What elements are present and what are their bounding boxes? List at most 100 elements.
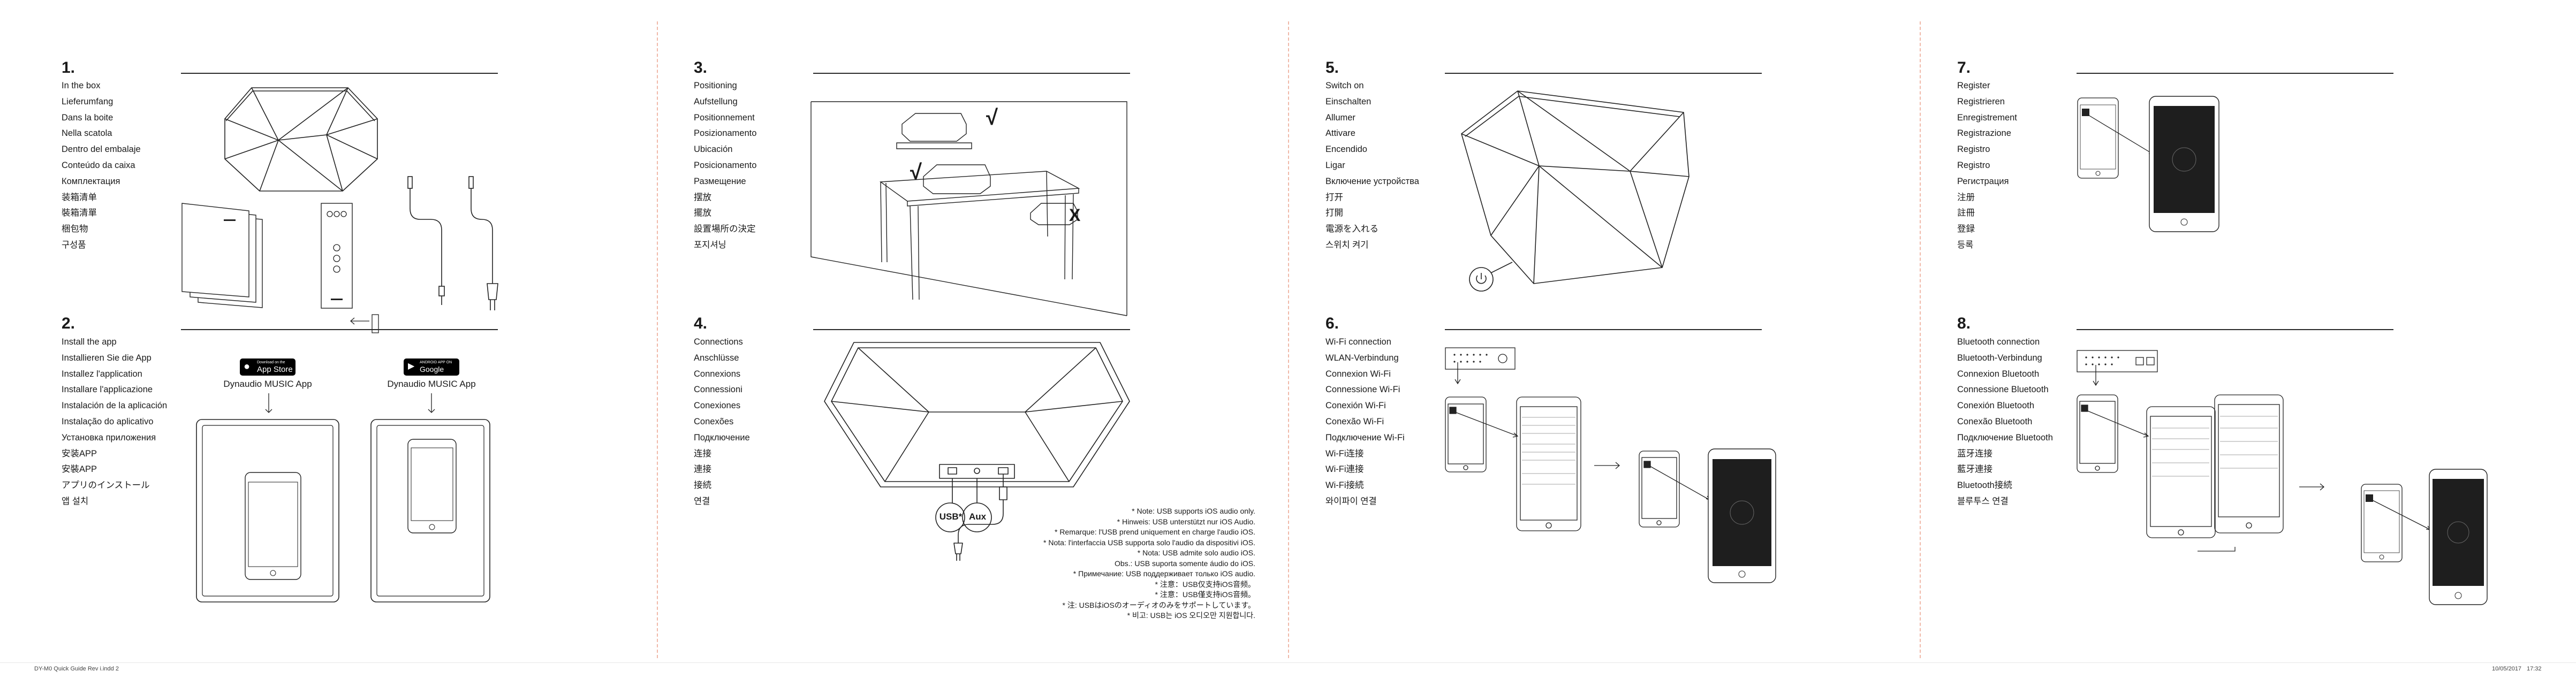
step-8-item: 藍牙連接: [1957, 464, 1992, 475]
wifi-connection-illustration: [1445, 347, 1711, 531]
step-8-item: Bluetooth-Verbindung: [1957, 353, 2042, 363]
step-2-item: Instalação do aplicativo: [62, 416, 154, 426]
step-5-item: 打開: [1325, 208, 1343, 218]
step-3-item: 摆放: [694, 192, 711, 202]
step-5-item: 打开: [1325, 192, 1343, 202]
step-7-item: 등록: [1957, 240, 1974, 250]
step-6-item: Wi-Fi连接: [1325, 448, 1364, 459]
room-positioning-illustration: [810, 101, 1127, 316]
step-1-number: 1.: [62, 59, 75, 77]
step-8-list: Bluetooth connection Bluetooth-Verbindun…: [1957, 334, 2053, 510]
step-4-number: 4.: [694, 315, 708, 332]
app-store-badge-small: Download on the: [257, 361, 285, 364]
app-caption-left: Dynaudio MUSIC App: [223, 379, 312, 389]
step-2-item: Instalación de la aplicación: [62, 401, 168, 411]
usb-note: * 비고: USB는 iOS 오디오만 지원합니다.: [1127, 611, 1255, 620]
step-5-item: 스위치 켜기: [1325, 240, 1369, 250]
step-7-list: Register Registrieren Enregistrement Reg…: [1957, 78, 2017, 254]
step-6-item: Conexión Wi-Fi: [1325, 401, 1386, 411]
arrow-down-left: [265, 393, 272, 413]
cross-mark-floor: X: [1069, 205, 1081, 225]
step-5-number: 5.: [1325, 59, 1339, 77]
step-1-item: Lieferumfang: [62, 96, 113, 106]
check-mark-shelf: √: [986, 106, 998, 129]
step-3-number: 3.: [694, 59, 708, 77]
step-3-item: Размещение: [694, 176, 746, 186]
step-3-item: Positionnement: [694, 112, 755, 123]
step-2-item: Installez l'application: [62, 369, 142, 379]
step-7-item: Регистрация: [1957, 176, 2009, 186]
tablet-illustration: [196, 419, 339, 602]
register-illustration: [2077, 96, 2219, 232]
usb-note: * Примечание: USB поддерживает только iO…: [1073, 569, 1255, 578]
step-1-rule: [181, 73, 498, 74]
step-8-item: Connexion Bluetooth: [1957, 369, 2040, 379]
connections-illustration: [824, 342, 1130, 561]
cables-illustration: [407, 176, 498, 310]
google-play-badge-big: Google play: [420, 365, 444, 383]
step-1-item: Dans la boite: [62, 112, 113, 123]
step-4-item: 연결: [694, 496, 710, 506]
step-7-item: 注册: [1957, 192, 1975, 202]
play-icon: ▶: [408, 362, 415, 371]
footer-filename: DY-M0 Quick Guide Rev i.indd 2: [34, 666, 119, 672]
apple-icon: ●: [244, 361, 251, 372]
app-store-badge[interactable]: ● Download on the App Store: [240, 358, 296, 376]
step-4-item: Conexiones: [694, 401, 741, 411]
step-4-item: 連接: [694, 464, 711, 475]
step-6-item: Wi-Fi接続: [1325, 480, 1364, 491]
step-4-rule: [813, 329, 1130, 330]
footer-time: 17:32: [2527, 666, 2542, 672]
step-8-item: Bluetooth接続: [1957, 480, 2012, 491]
step-5-item: Switch on: [1325, 81, 1364, 90]
step-6-number: 6.: [1325, 315, 1339, 332]
step-4-item: Conexões: [694, 416, 734, 426]
step-3-item: 設置場所の決定: [694, 224, 756, 234]
step-4-item: Подключение: [694, 432, 750, 443]
step-2-item: Install the app: [62, 337, 117, 347]
step-3-rule: [813, 73, 1130, 74]
step-1-list: In the box Lieferumfang Dans la boite Ne…: [62, 78, 141, 254]
step-5-list: Switch on Einschalten Allumer Attivare E…: [1325, 78, 1419, 254]
usb-note: * 注意：USB仅支持iOS音频。: [1155, 579, 1255, 589]
google-play-badge[interactable]: ▶ ANDROID APP ON Google play: [404, 358, 459, 383]
step-6-list: Wi-Fi connection WLAN-Verbindung Connexi…: [1325, 334, 1405, 510]
step-7-item: Registrazione: [1957, 128, 2011, 139]
step-5-item: Ligar: [1325, 160, 1345, 170]
step-8-item: 블루투스 연결: [1957, 496, 2009, 506]
fold-line-2: [1288, 21, 1289, 658]
step-5-item: Encendido: [1325, 144, 1367, 155]
usb-note: * Note: USB supports iOS audio only.: [1132, 507, 1255, 515]
step-3-item: Positioning: [694, 81, 737, 90]
step-7-item: Registrieren: [1957, 96, 2005, 106]
google-play-badge-small: ANDROID APP ON: [420, 361, 452, 364]
step-1-item: In the box: [62, 81, 101, 90]
step-5-item: Attivare: [1325, 128, 1355, 139]
bluetooth-connection-illustration: [2077, 350, 2324, 552]
usb-note: * Nota: l'interfaccia USB supporta solo …: [1043, 538, 1255, 547]
step-2-list: Install the app Installieren Sie die App…: [62, 334, 167, 510]
usb-note: * Hinweis: USB unterstützt nur iOS Audio…: [1117, 517, 1255, 526]
step-4-item: Connessioni: [694, 385, 743, 395]
step-5-rule: [1445, 73, 1762, 74]
step-3-item: 擺放: [694, 208, 711, 218]
step-2-item: 安装APP: [62, 448, 97, 459]
step-7-rule: [2077, 73, 2393, 74]
step-1-item: 구성품: [62, 240, 86, 250]
step-1-item: 梱包物: [62, 224, 88, 234]
step-1-item: Nella scatola: [62, 128, 112, 139]
step-3-item: Aufstellung: [694, 96, 738, 106]
usb-note: * 注意：USB僅支持iOS音頻。: [1155, 590, 1255, 599]
step-2-item: Installare l'applicazione: [62, 385, 153, 395]
step-2-item: 安裝APP: [62, 464, 97, 475]
arrow-to-remote: [350, 317, 369, 325]
phone-app-screen-6: [1708, 448, 1776, 583]
step-6-rule: [1445, 329, 1762, 330]
step-7-item: Registro: [1957, 144, 1990, 155]
fold-line-3: [1920, 21, 1921, 658]
step-8-item: Conexão Bluetooth: [1957, 416, 2033, 426]
step-1-item: Conteúdo da caixa: [62, 160, 135, 170]
step-7-item: Register: [1957, 81, 1990, 90]
step-6-item: Conexão Wi-Fi: [1325, 416, 1384, 426]
step-4-item: Anschlüsse: [694, 353, 739, 363]
